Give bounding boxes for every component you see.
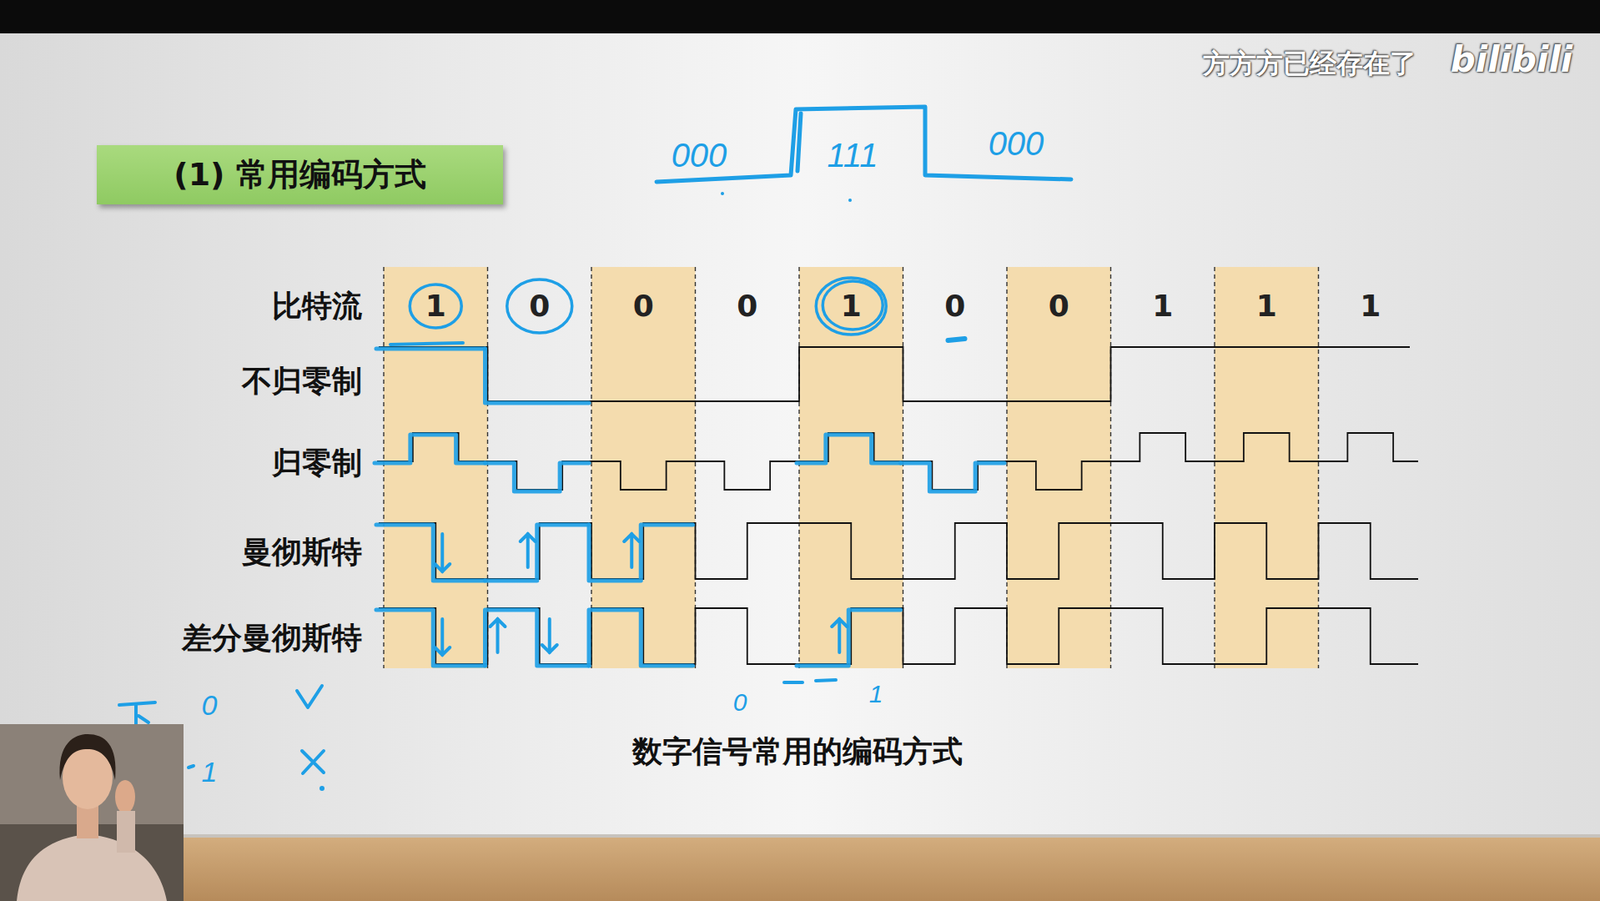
nrz-waveform (378, 347, 1410, 402)
heading-text: (1) 常用编码方式 (173, 153, 426, 197)
hand-circle (409, 284, 462, 328)
handwritten-note: 0 (201, 689, 218, 722)
handwritten-note: 000 (988, 124, 1045, 163)
bit-value: 0 (736, 288, 758, 323)
hand-trace (485, 609, 590, 666)
hand-arrow (440, 533, 444, 572)
person-shirt (16, 834, 167, 901)
hand-arrow (526, 533, 530, 568)
hand-trace (485, 524, 590, 581)
hand-arrow (440, 618, 444, 655)
hand-trace (796, 434, 901, 463)
bit-value: 1 (1359, 288, 1381, 323)
bit-value: 1 (1152, 288, 1173, 323)
hand-trace (588, 609, 694, 666)
floor-edge (0, 834, 1600, 838)
hand-stroke (188, 765, 194, 768)
hand-dash (948, 338, 966, 341)
hand-stroke (138, 715, 149, 723)
handwritten-note: 1 (201, 755, 218, 789)
hand-arrowhead (490, 618, 506, 627)
diff-manchester-waveform (378, 608, 1419, 665)
row-label: 差分曼彻斯特 (181, 620, 363, 655)
hand-cross (301, 750, 324, 773)
bit-value: 1 (1256, 288, 1278, 323)
webcam-frame (0, 724, 184, 901)
hand-trace (900, 462, 1006, 492)
row-label: 不归零制 (241, 363, 363, 398)
hand-arrow (629, 533, 634, 568)
hand-trace (485, 462, 590, 492)
video-top-bar (0, 0, 1600, 34)
person-sleeve (116, 810, 136, 853)
hand-arrowhead (434, 563, 450, 572)
handwritten-note: 111 (827, 135, 879, 175)
watermark: bilibili (1450, 40, 1574, 81)
hand-arrow (837, 618, 841, 653)
hand-cross (302, 750, 324, 774)
hand-dash (815, 679, 836, 681)
hand-trace (376, 347, 486, 352)
person-neck (76, 805, 99, 839)
hand-circle (815, 277, 886, 335)
hand-dot (720, 191, 725, 196)
watermark: 方方方已经存在了 (1202, 48, 1417, 80)
bit-value: 1 (840, 288, 862, 323)
bit-boundary (798, 266, 800, 669)
hand-trace (376, 524, 486, 581)
hand-underline (390, 342, 463, 345)
person-hand (115, 779, 136, 814)
hand-circle (507, 279, 573, 333)
hand-check (296, 685, 323, 708)
hand-arrow (548, 618, 552, 653)
hand-dash (784, 680, 803, 685)
hand-trace (376, 609, 486, 666)
hand-dot (848, 198, 852, 202)
hand-arrowhead (831, 618, 847, 627)
bit-value: 0 (528, 288, 550, 323)
handwritten-note: 1 (869, 679, 884, 710)
hand-trace (588, 524, 694, 581)
bit-value: 0 (944, 288, 966, 323)
rz-waveform (377, 432, 1419, 490)
row-label: 归零制 (271, 445, 363, 480)
bit-boundary (1213, 266, 1215, 669)
hand-arrowhead (623, 533, 639, 542)
hand-trace (485, 348, 590, 403)
handwritten-note: 0 (733, 688, 748, 718)
webcam-overlay (0, 724, 184, 901)
hand-circle (822, 281, 883, 330)
hand-trace (796, 609, 901, 666)
hand-arrowhead (542, 644, 558, 653)
hand-pulse-edge (797, 113, 801, 172)
hand-arrowhead (520, 533, 536, 542)
row-label: 曼彻斯特 (241, 534, 363, 569)
person-hair (60, 734, 116, 780)
bit-value: 0 (1048, 288, 1070, 323)
hand-dot (319, 785, 325, 791)
row-label: 比特流 (271, 288, 363, 323)
hand-arrowhead (434, 647, 450, 655)
bit-value: 1 (425, 288, 447, 323)
heading-box: (1) 常用编码方式 (96, 145, 504, 205)
hand-trace (374, 434, 486, 463)
manchester-waveform (378, 523, 1419, 579)
caption: 数字信号常用的编码方式 (632, 734, 963, 769)
hand-pulse (656, 106, 1072, 182)
hand-arrow (496, 618, 500, 653)
bit-value: 0 (633, 288, 655, 323)
floor-band (0, 836, 1600, 901)
handwritten-note: 000 (671, 135, 728, 175)
